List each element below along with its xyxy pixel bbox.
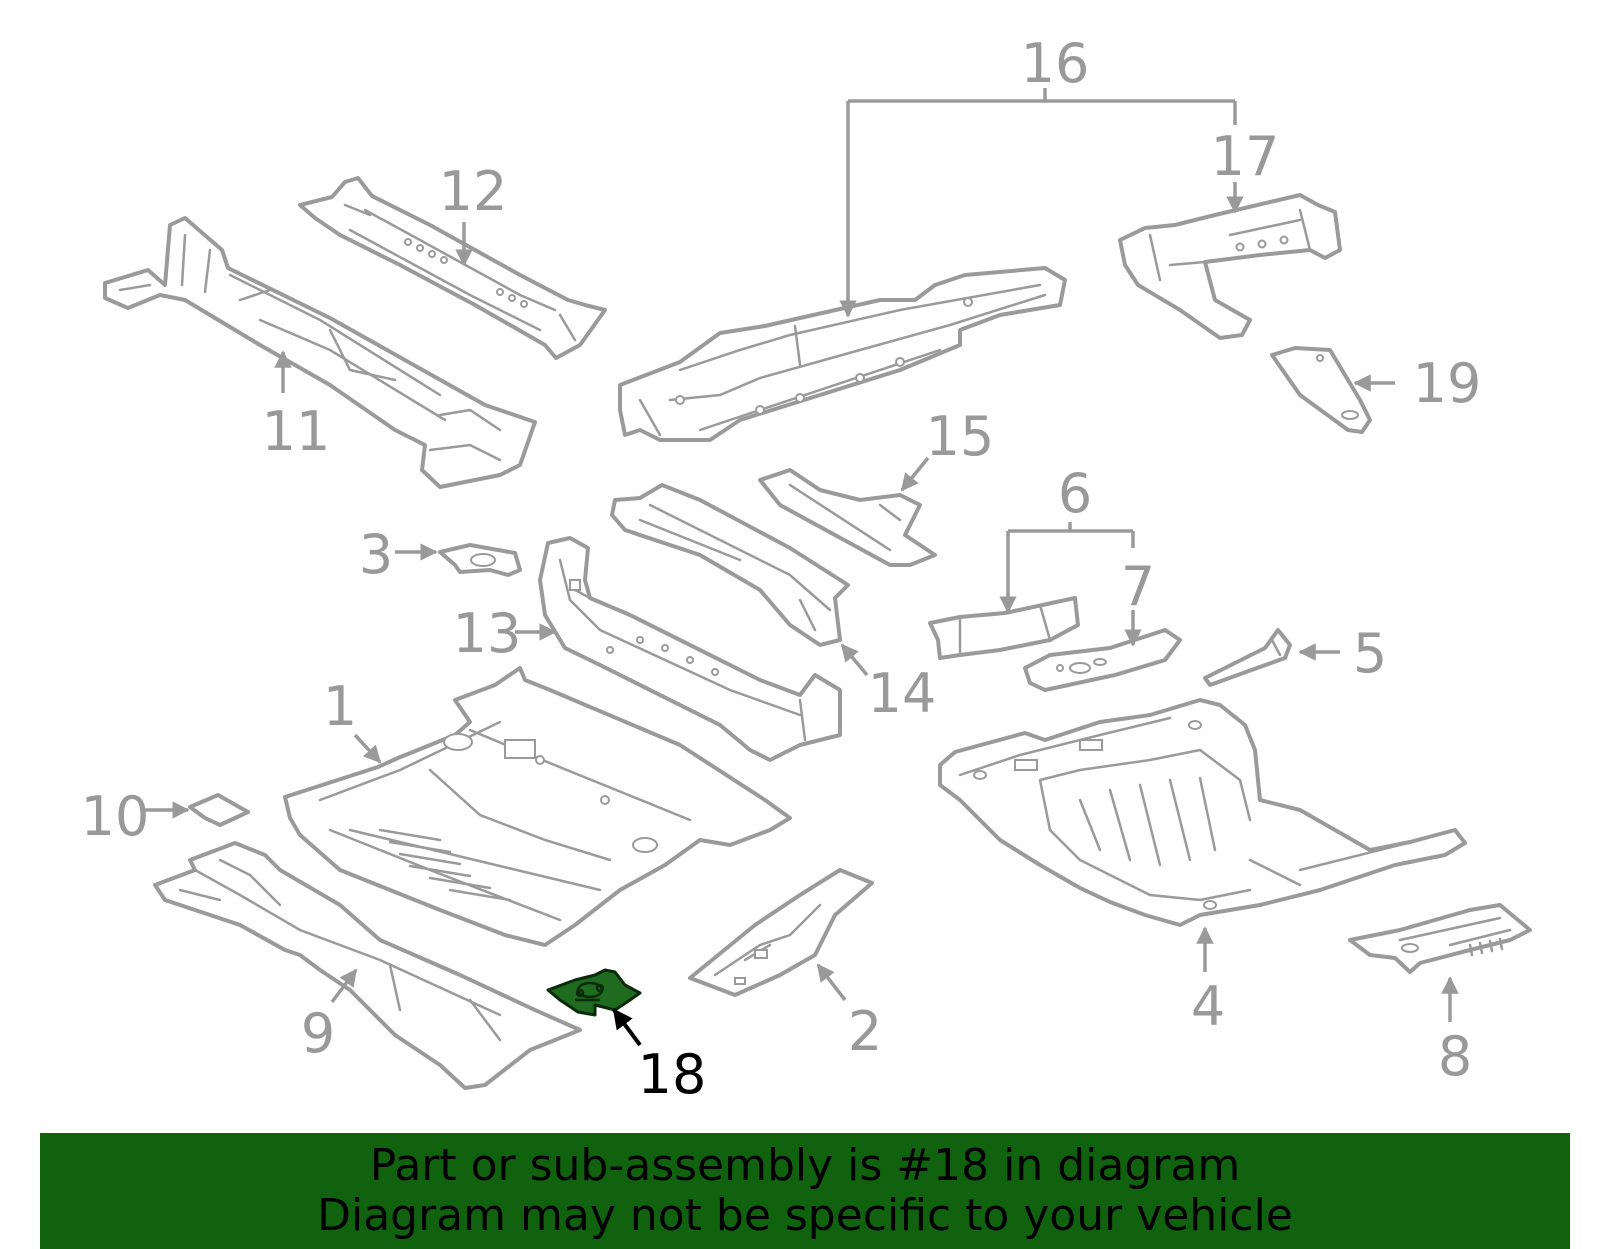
callout-18: 18 [638, 1043, 707, 1106]
callout-16: 16 [1021, 32, 1090, 95]
callout-7: 7 [1121, 555, 1155, 618]
leader-14 [840, 643, 869, 677]
part-17-member-extension[interactable] [1118, 193, 1342, 340]
banner-line-1: Part or sub-assembly is #18 in diagram [369, 1140, 1241, 1191]
banner-line-2: Diagram may not be specific to your vehi… [317, 1190, 1293, 1241]
leader-6 [1008, 522, 1133, 533]
part-6-bracket[interactable] [928, 596, 1080, 660]
part-4-rear-floor-pan[interactable] [938, 698, 1467, 927]
callout-19: 19 [1413, 352, 1482, 415]
callout-12: 12 [439, 160, 508, 223]
leader-15 [900, 456, 930, 492]
callout-5: 5 [1353, 622, 1387, 685]
part-5-gusset[interactable] [1203, 628, 1292, 687]
callout-1: 1 [323, 675, 357, 738]
parts-diagram: 16 17 12 11 19 15 6 7 3 13 14 5 1 10 9 2… [81, 32, 1532, 1106]
part-14-cross-member[interactable] [610, 483, 850, 647]
part-3-plate[interactable] [438, 543, 522, 577]
callout-17: 17 [1211, 125, 1280, 188]
part-10-patch[interactable] [188, 793, 250, 827]
callout-4: 4 [1191, 975, 1225, 1038]
info-banner: Part or sub-assembly is #18 in diagram D… [40, 1133, 1570, 1249]
callout-8: 8 [1438, 1025, 1472, 1088]
part-11-cross-member[interactable] [103, 216, 537, 489]
callout-6: 6 [1058, 462, 1092, 525]
part-16-side-member[interactable] [618, 266, 1067, 442]
callout-11: 11 [262, 400, 331, 463]
leader-16 [848, 88, 1235, 103]
callout-labels: 16 17 12 11 19 15 6 7 3 13 14 5 1 10 9 2… [81, 32, 1482, 1106]
part-9-rear-member[interactable] [153, 841, 582, 1090]
callout-2: 2 [848, 1000, 882, 1063]
part-1-floor-pan[interactable] [283, 666, 792, 947]
part-2-bracket[interactable] [688, 868, 874, 997]
callout-3: 3 [359, 523, 393, 586]
leader-18 [612, 1008, 642, 1047]
callout-9: 9 [301, 1002, 335, 1065]
leader-lines [145, 88, 1459, 1047]
part-8-extension[interactable] [1348, 903, 1532, 974]
part-18-highlighted-bracket[interactable] [546, 968, 642, 1017]
callout-13: 13 [453, 602, 522, 665]
leader-9 [330, 968, 358, 1004]
callout-10: 10 [81, 785, 150, 848]
part-15-reinforcement[interactable] [758, 468, 937, 567]
part-19-bracket[interactable] [1270, 346, 1372, 434]
leader-2 [816, 963, 847, 1002]
callout-14: 14 [868, 662, 937, 725]
leader-1 [353, 733, 382, 764]
part-13-cross-member[interactable] [538, 536, 842, 762]
part-12-reinforcement[interactable] [298, 176, 607, 360]
callout-15: 15 [926, 405, 995, 468]
